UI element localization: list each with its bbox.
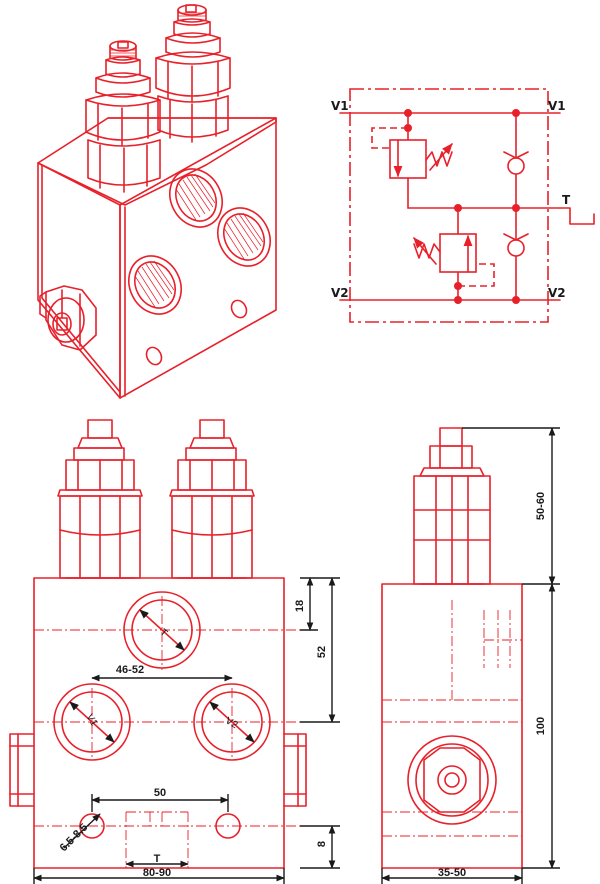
schematic-label-v2-left: V2 bbox=[331, 286, 349, 300]
schematic-boundary bbox=[349, 88, 549, 323]
front-mount-hole-left bbox=[79, 813, 105, 839]
hydraulic-schematic: V1 V1 V2 V2 T bbox=[331, 88, 595, 323]
iso-mount-hole-2 bbox=[145, 346, 163, 366]
relief-valve-upper bbox=[371, 127, 453, 179]
svg-text:T: T bbox=[158, 627, 170, 639]
check-valve-lower bbox=[503, 233, 529, 257]
side-plug bbox=[407, 735, 497, 825]
front-plug-left bbox=[9, 733, 35, 807]
relief-valve-lower bbox=[413, 233, 495, 287]
dim-width: 80-90 bbox=[143, 867, 171, 879]
iso-port-mid bbox=[217, 207, 271, 267]
front-mount-hole-right bbox=[215, 813, 241, 839]
dim-top-offset: 18 bbox=[294, 600, 306, 612]
front-port-t-bottom: T bbox=[154, 853, 161, 865]
front-body bbox=[33, 577, 285, 869]
schematic-label-v1-right: V1 bbox=[548, 99, 566, 113]
front-port-v1: V1 bbox=[53, 683, 131, 761]
block-top-face bbox=[37, 117, 277, 206]
front-view: T V1 V2 18 52 46-52 bbox=[9, 419, 340, 884]
block-right-face bbox=[119, 117, 277, 399]
iso-cartridge-left bbox=[85, 40, 161, 193]
tank-symbol bbox=[559, 207, 595, 225]
dim-port-spacing: 46-52 bbox=[116, 664, 144, 676]
schematic-label-v2-right: V2 bbox=[548, 286, 566, 300]
dim-mount-offset: 8 bbox=[316, 841, 328, 847]
dim-mount-spacing: 50 bbox=[154, 787, 166, 799]
check-valve-upper bbox=[503, 151, 529, 175]
block-left-face bbox=[37, 162, 121, 399]
svg-text:V2: V2 bbox=[223, 716, 239, 732]
front-port-v2: V2 bbox=[193, 683, 271, 761]
isometric-view bbox=[37, 4, 277, 399]
schematic-label-t: T bbox=[562, 193, 571, 207]
dim-cartridge-height: 50-60 bbox=[535, 492, 547, 520]
dim-depth: 35-50 bbox=[438, 867, 466, 879]
svg-text:V1: V1 bbox=[84, 712, 100, 728]
iso-side-plug bbox=[39, 285, 97, 351]
front-cartridge-right bbox=[169, 419, 255, 579]
side-body bbox=[381, 583, 523, 869]
front-plug-right bbox=[283, 733, 307, 807]
iso-port-lower bbox=[128, 255, 182, 315]
dim-body-height: 100 bbox=[535, 717, 547, 735]
front-cartridge-left bbox=[57, 419, 143, 579]
iso-cartridge-right bbox=[155, 4, 231, 143]
front-port-t: T bbox=[123, 591, 201, 669]
side-cartridge bbox=[413, 427, 491, 585]
schematic-label-v1-left: V1 bbox=[331, 99, 349, 113]
side-view: 50-60 100 35-50 bbox=[381, 427, 560, 884]
iso-port-upper bbox=[169, 168, 223, 228]
iso-mount-hole-1 bbox=[230, 299, 248, 319]
dim-port-height: 52 bbox=[316, 646, 328, 658]
